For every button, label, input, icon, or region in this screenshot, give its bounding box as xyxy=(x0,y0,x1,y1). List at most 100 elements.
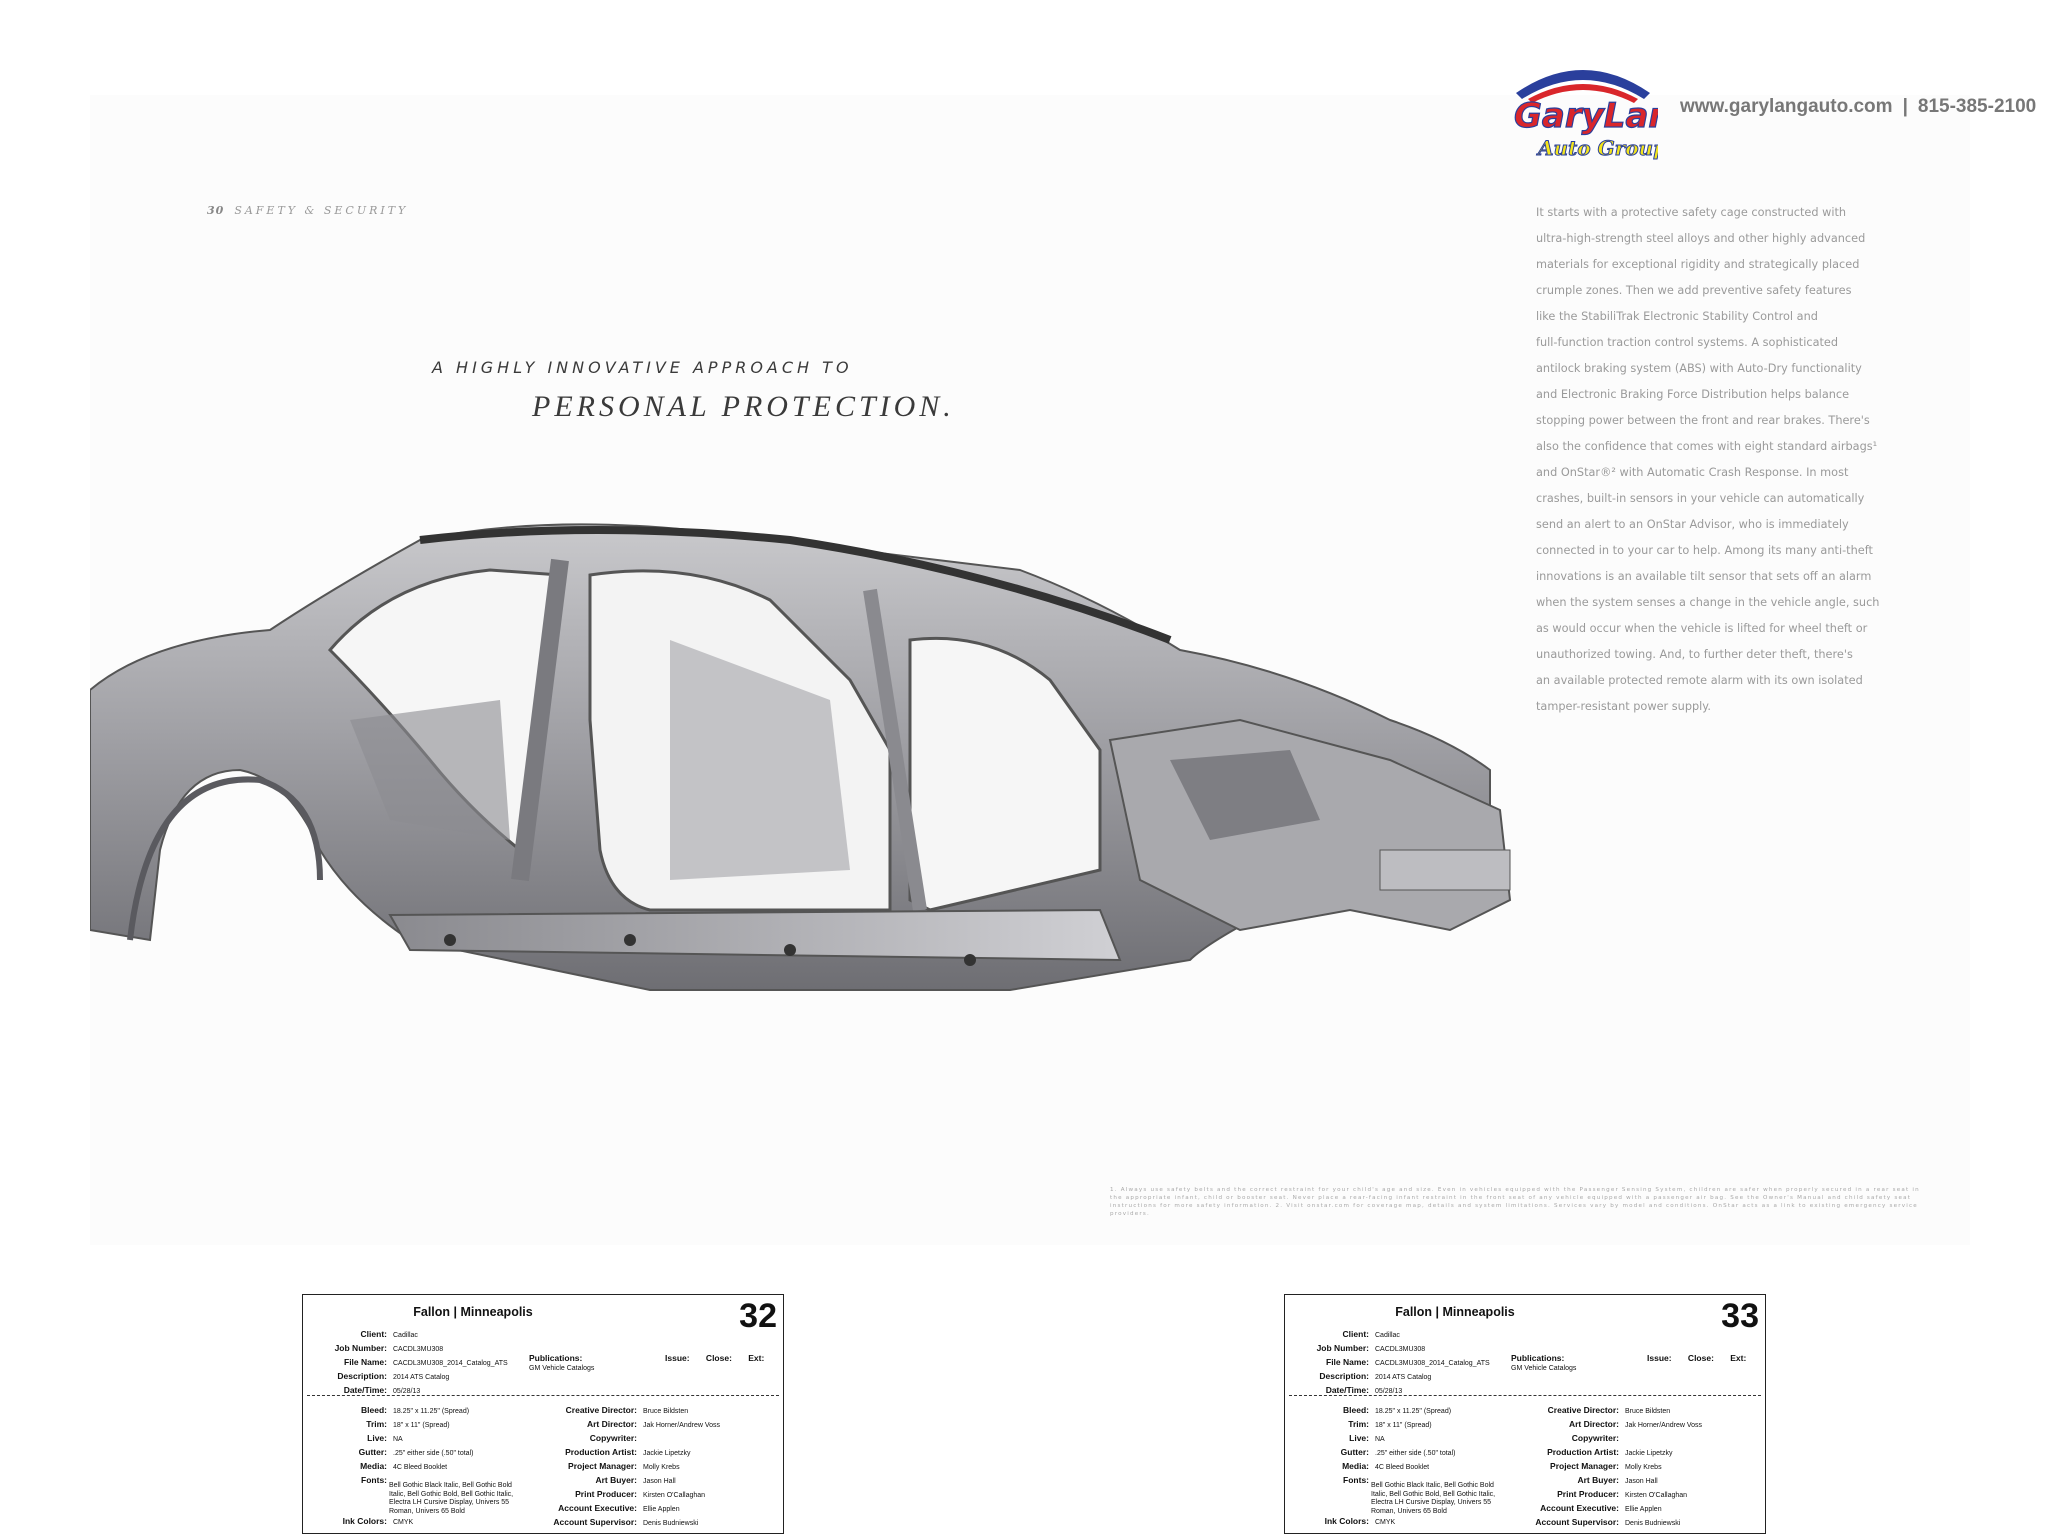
slug-value: Cadillac xyxy=(1375,1332,1400,1339)
car-safety-cage-image xyxy=(90,523,1512,991)
slug-label: Art Buyer: xyxy=(595,1475,637,1485)
slug-fonts-row: Fonts: xyxy=(1289,1475,1375,1485)
slug-job-row: Job Number:CACDL3MU308 xyxy=(1289,1343,1426,1353)
slug-ae-row: Account Executive: Ellie Applen xyxy=(529,1503,680,1513)
slug-media-row: Media:4C Bleed Booklet xyxy=(307,1461,447,1471)
slug-ad-row: Art Director:Jak Horner/Andrew Voss xyxy=(1511,1419,1702,1429)
body-line: send an alert to an OnStar Advisor, who … xyxy=(1536,518,1849,531)
slug-divider xyxy=(1289,1395,1761,1396)
slug-page-number: 32 xyxy=(739,1297,777,1335)
slug-label: Live: xyxy=(1349,1433,1369,1443)
slug-bleed-row: Bleed: 18.25" x 11.25" (Spread) xyxy=(307,1405,469,1415)
slug-value: NA xyxy=(1375,1436,1385,1443)
slug-label: Gutter: xyxy=(1340,1447,1369,1457)
slug-label: Project Manager: xyxy=(1550,1461,1619,1471)
slug-label: Print Producer: xyxy=(1557,1489,1619,1499)
slug-label: Client: xyxy=(360,1329,387,1339)
slug-file-row: File Name:CACDL3MU308_2014_Catalog_ATS xyxy=(1289,1357,1490,1367)
slug-pub-value: GM Vehicle Catalogs xyxy=(529,1365,595,1372)
job-slug: Fallon | Minneapolis 33 Client:Cadillac … xyxy=(1284,1294,1766,1534)
slug-value: Ellie Applen xyxy=(643,1506,680,1513)
body-line: crashes, built-in sensors in your vehicl… xyxy=(1536,492,1865,505)
slug-value: Jason Hall xyxy=(643,1478,676,1485)
dealer-website[interactable]: www.garylangauto.com xyxy=(1680,96,1893,117)
slug-value: 05/28/13 xyxy=(1375,1388,1403,1395)
body-line: like the StabiliTrak Electronic Stabilit… xyxy=(1536,310,1818,323)
body-line: unauthorized towing. And, to further det… xyxy=(1536,648,1853,661)
body-line: connected in to your car to help. Among … xyxy=(1536,544,1873,557)
slug-label: Account Executive: xyxy=(558,1503,637,1513)
slug-ad-row: Art Director:Jak Horner/Andrew Voss xyxy=(529,1419,720,1429)
slug-value: 2014 ATS Catalog xyxy=(393,1374,450,1381)
slug-fonts-value: Bell Gothic Black Italic, Bell Gothic Bo… xyxy=(389,1482,514,1515)
slug-value: 18" x 11" (Spread) xyxy=(1375,1422,1432,1429)
slug-label: Fonts: xyxy=(1343,1475,1369,1485)
dealer-contact: www.garylangauto.com|815-385-2100 xyxy=(1680,96,2036,118)
slug-gutter-row: Gutter:.25" either side (.50" total) xyxy=(307,1447,474,1457)
slug-value: 4C Bleed Booklet xyxy=(393,1464,448,1471)
slug-value: Jak Horner/Andrew Voss xyxy=(1625,1422,1703,1429)
slug-value: 18" x 11" (Spread) xyxy=(393,1422,450,1429)
slug-label: Copywriter: xyxy=(1571,1433,1619,1443)
dealer-phone[interactable]: 815-385-2100 xyxy=(1917,96,2037,117)
slug-label: Print Producer: xyxy=(575,1489,637,1499)
slug-label: Account Executive: xyxy=(1540,1503,1619,1513)
slug-client-row: Client: Cadillac xyxy=(1289,1329,1400,1339)
slug-value: Jackie Lipetzky xyxy=(1625,1450,1673,1457)
slug-label: Bleed: xyxy=(361,1405,387,1415)
slug-value: Denis Budniewski xyxy=(643,1520,699,1527)
slug-label: Creative Director: xyxy=(1547,1405,1619,1415)
slug-label: File Name: xyxy=(344,1357,387,1367)
slug-value: Denis Budniewski xyxy=(1625,1520,1681,1527)
slug-value: 18.25" x 11.25" (Spread) xyxy=(1375,1408,1452,1415)
slug-value: Jackie Lipetzky xyxy=(643,1450,691,1457)
headline-line-2: PERSONAL PROTECTION. xyxy=(532,390,955,423)
slug-value: Kirsten O'Callaghan xyxy=(1625,1492,1688,1499)
slug-fonts-row: Fonts: xyxy=(307,1475,393,1485)
body-line: ultra-high-strength steel alloys and oth… xyxy=(1536,232,1866,245)
slug-pa-row: Production Artist:Jackie Lipetzky xyxy=(529,1447,690,1457)
slug-pub-label: Publications: xyxy=(529,1353,583,1363)
slug-value: Kirsten O'Callaghan xyxy=(643,1492,706,1499)
body-line: also the confidence that comes with eigh… xyxy=(1536,440,1878,453)
slug-ab-row: Art Buyer: Jason Hall xyxy=(529,1475,676,1485)
slug-value: Cadillac xyxy=(393,1332,418,1339)
slug-ae-row: Account Executive: Ellie Applen xyxy=(1511,1503,1662,1513)
slug-pp-row: Print Producer: Kirsten O'Callaghan xyxy=(1511,1489,1687,1499)
slug-pm-row: Project Manager:Molly Krebs xyxy=(1511,1461,1662,1471)
slug-value: .25" either side (.50" total) xyxy=(393,1450,474,1457)
body-line: as would occur when the vehicle is lifte… xyxy=(1536,622,1868,635)
slug-media-row: Media:4C Bleed Booklet xyxy=(1289,1461,1429,1471)
slug-ink-row: Ink Colors:CMYK xyxy=(1289,1516,1396,1526)
slug-pa-row: Production Artist:Jackie Lipetzky xyxy=(1511,1447,1672,1457)
slug-client-row: Client: Cadillac xyxy=(307,1329,418,1339)
slug-value: NA xyxy=(393,1436,403,1443)
body-line: tamper-resistant power supply. xyxy=(1536,700,1711,713)
slug-label: Live: xyxy=(367,1433,387,1443)
slug-live-row: Live: NA xyxy=(1289,1433,1385,1443)
slug-value: Jak Horner/Andrew Voss xyxy=(643,1422,721,1429)
slug-label: Trim: xyxy=(1348,1419,1369,1429)
slug-label: Project Manager: xyxy=(568,1461,637,1471)
slug-value: Molly Krebs xyxy=(643,1464,680,1471)
slug-label: Client: xyxy=(1342,1329,1369,1339)
footnote: 1. Always use safety belts and the corre… xyxy=(1110,1187,1920,1217)
slug-label: Media: xyxy=(1342,1461,1369,1471)
slug-cd-row: Creative Director:Bruce Bildsten xyxy=(1511,1405,1670,1415)
slug-value: CACDL3MU308 xyxy=(393,1346,444,1353)
slug-label: File Name: xyxy=(1326,1357,1369,1367)
slug-value: Ellie Applen xyxy=(1625,1506,1662,1513)
svg-text:GaryLang: GaryLang xyxy=(1514,96,1658,136)
slug-ab-row: Art Buyer:Jason Hall xyxy=(1511,1475,1657,1485)
slug-trim-row: Trim: 18" x 11" (Spread) xyxy=(307,1419,450,1429)
slug-value: CMYK xyxy=(393,1519,414,1526)
slug-label: Description: xyxy=(1319,1371,1369,1381)
slug-label: Trim: xyxy=(366,1419,387,1429)
body-line: stopping power between the front and rea… xyxy=(1536,414,1870,427)
body-line: an available protected remote alarm with… xyxy=(1536,674,1863,687)
body-line: materials for exceptional rigidity and s… xyxy=(1536,258,1860,271)
slug-as-row: Account Supervisor:Denis Budniewski xyxy=(1511,1517,1680,1527)
slug-value: 18.25" x 11.25" (Spread) xyxy=(393,1408,470,1415)
gary-lang-logo: GaryLang Auto Group xyxy=(1513,70,1658,161)
slug-value: CACDL3MU308_2014_Catalog_ATS xyxy=(393,1360,508,1367)
